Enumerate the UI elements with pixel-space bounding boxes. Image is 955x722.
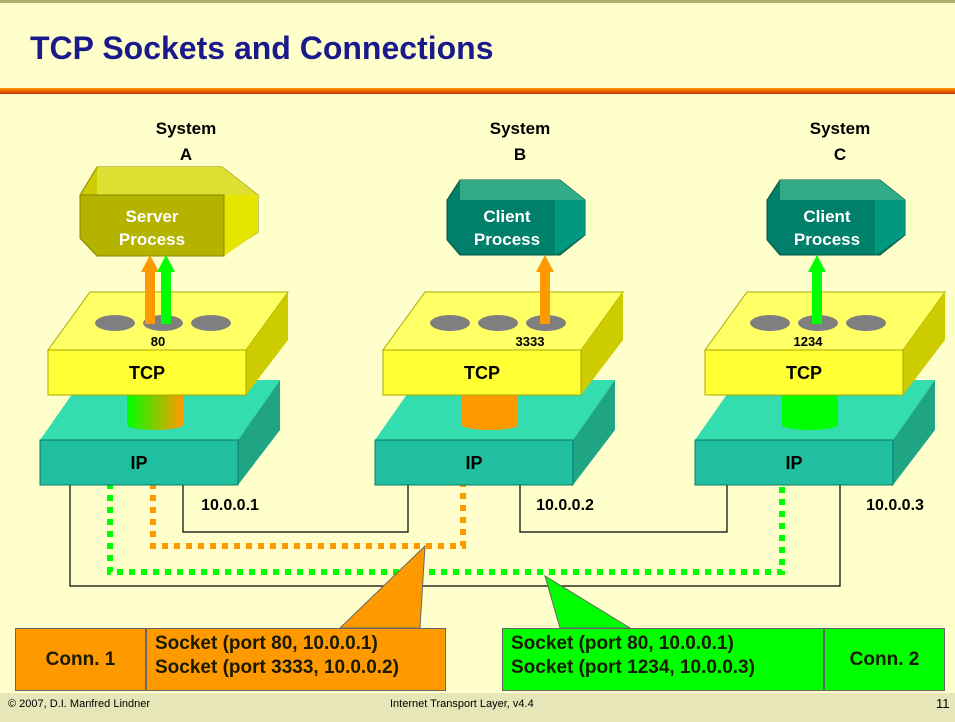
address-c: 10.0.0.3 — [866, 497, 924, 514]
title-band — [0, 0, 955, 88]
system-c: System C Client Process IP TCP 1234 10.0… — [694, 119, 946, 514]
conn1-socket1: Socket (port 80, 10.0.0.1) — [155, 633, 378, 654]
page-number: 11 — [936, 696, 950, 711]
page-title: TCP Sockets and Connections — [30, 30, 494, 66]
conn2-label-box: Conn. 2 — [824, 628, 945, 691]
system-c-label: System — [810, 119, 870, 138]
address-b: 10.0.0.2 — [536, 497, 594, 514]
client-process-b-label: Client — [483, 207, 531, 226]
tcp-label-b: TCP — [464, 363, 500, 383]
conn1-socket-box: Socket (port 80, 10.0.0.1) Socket (port … — [146, 628, 446, 691]
arrow-a-conn1 — [141, 255, 159, 324]
port-1234-label: 1234 — [794, 334, 824, 349]
physical-links — [69, 483, 841, 587]
client-process-b-label-2: Process — [474, 230, 540, 249]
ip-label-c: IP — [785, 453, 802, 473]
ip-label-b: IP — [465, 453, 482, 473]
arrow-c-conn2 — [808, 255, 826, 324]
conn2-socket2: Socket (port 1234, 10.0.0.3) — [511, 657, 755, 678]
client-process-c-label-2: Process — [794, 230, 860, 249]
footer-course: Internet Transport Layer, v4.4 — [390, 698, 534, 710]
client-process-c-label: Client — [803, 207, 851, 226]
system-c-letter: C — [834, 145, 846, 164]
title-divider — [0, 88, 955, 94]
conn2-callout — [544, 574, 632, 629]
port-3333-label: 3333 — [516, 334, 545, 349]
system-a-letter: A — [180, 145, 192, 164]
conn2-socket1: Socket (port 80, 10.0.0.1) — [511, 633, 734, 654]
system-b: System B Client Process IP TCP 3333 10.0… — [374, 119, 624, 514]
conn1-socket2: Socket (port 3333, 10.0.0.2) — [155, 657, 399, 678]
tcp-label-c: TCP — [786, 363, 822, 383]
conn1-path — [150, 483, 466, 549]
arrow-a-conn2 — [157, 255, 175, 324]
conn1-callout — [338, 544, 426, 629]
server-process-label-2: Process — [119, 230, 185, 249]
system-a: System A Server Process IP TCP — [39, 119, 289, 514]
footer-copyright: © 2007, D.I. Manfred Lindner — [8, 698, 151, 710]
arrow-b-conn1 — [536, 255, 554, 324]
ip-label-a: IP — [130, 453, 147, 473]
tcp-label-a: TCP — [129, 363, 165, 383]
system-b-label: System — [490, 119, 550, 138]
conn1-label-box: Conn. 1 — [15, 628, 146, 691]
conn1-label: Conn. 1 — [45, 648, 116, 670]
conn2-label: Conn. 2 — [849, 648, 920, 670]
server-process-label: Server — [126, 207, 179, 226]
system-a-label: System — [156, 119, 216, 138]
conn2-path — [107, 483, 785, 575]
system-b-letter: B — [514, 145, 526, 164]
address-a: 10.0.0.1 — [201, 497, 259, 514]
conn2-socket-box: Socket (port 80, 10.0.0.1) Socket (port … — [502, 628, 824, 691]
port-80-label: 80 — [151, 334, 165, 349]
footer-bar — [0, 693, 955, 722]
